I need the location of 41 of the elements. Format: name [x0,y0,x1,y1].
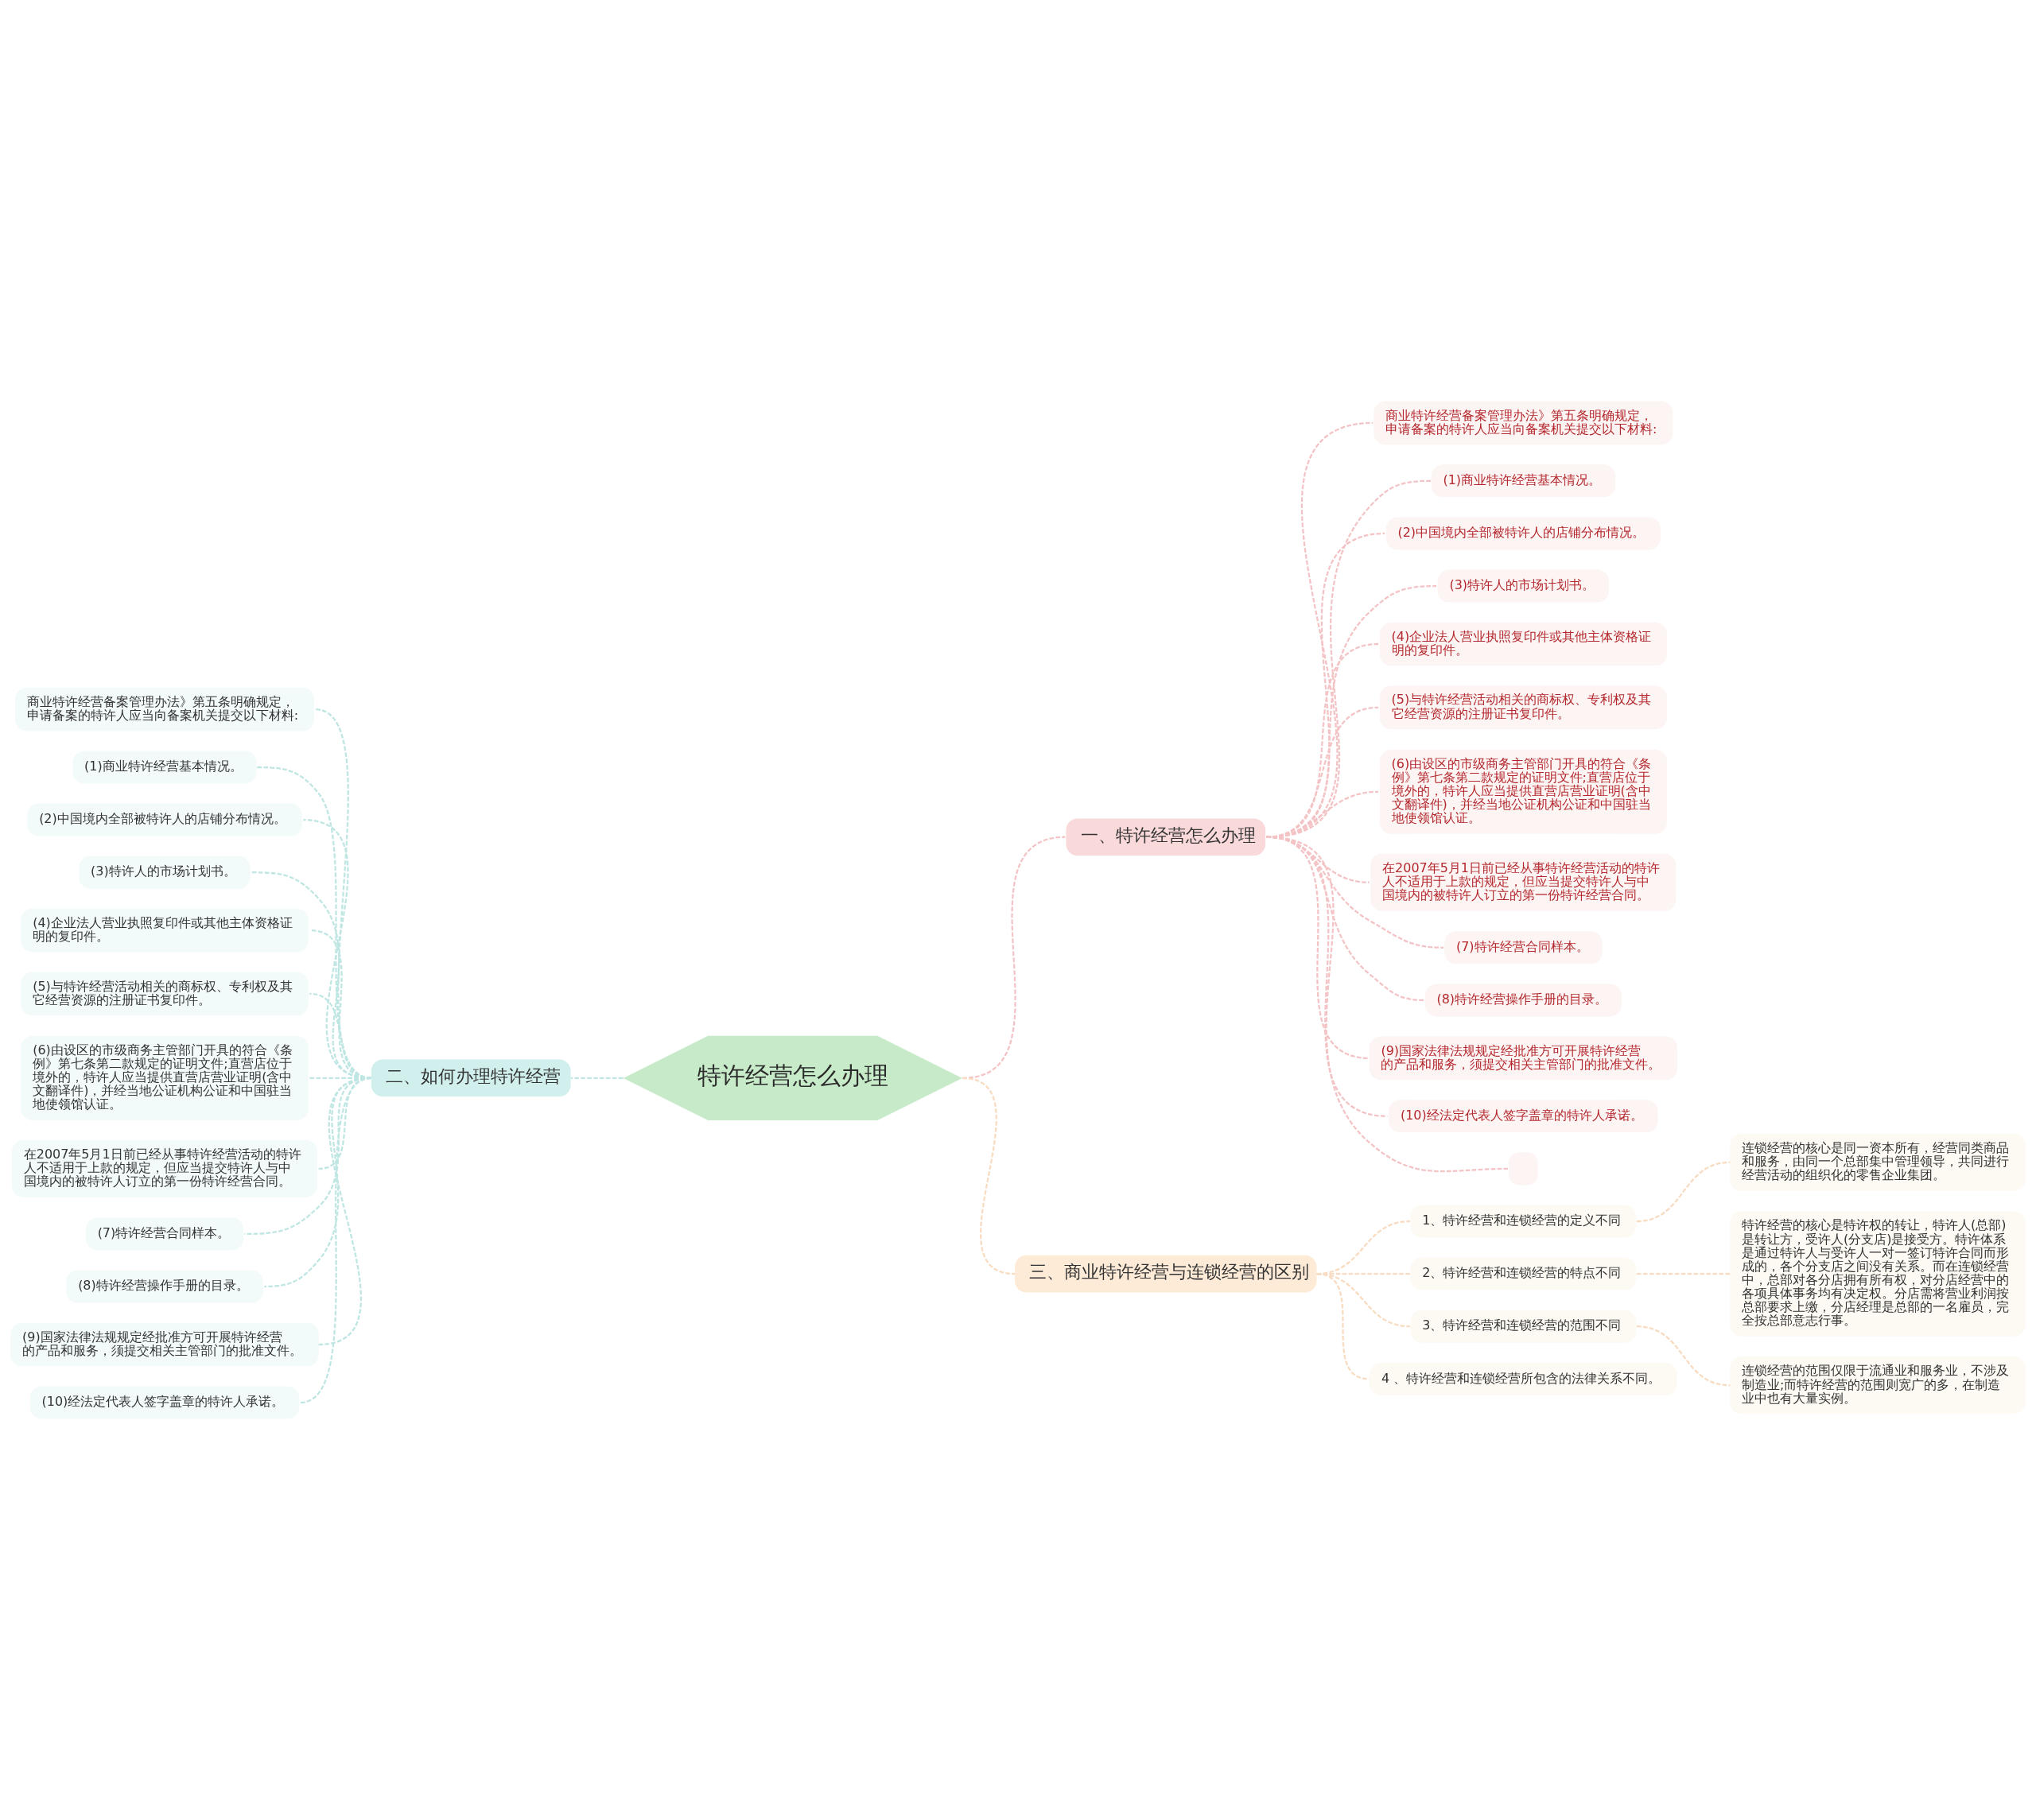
node-box: (10)经法定代表人签字盖章的特许人承诺。 [1389,1100,1658,1133]
node-box: 4 、特许经营和连锁经营所包含的法律关系不同。 [1370,1362,1677,1395]
node-box: (4)企业法人营业执照复印件或其他主体资格证明的复印件。 [1379,622,1667,666]
node-box: (7)特许经营合同样本。 [85,1217,244,1251]
node-box: (3)特许人的市场计划书。 [1437,569,1610,603]
node-box: (2)中国境内全部被特许人的店铺分布情况。 [27,803,302,836]
connector [300,1077,372,1403]
node-box: 1、特许经营和连锁经营的定义不同 [1410,1205,1637,1238]
node-box: (8)特许经营操作手册的目录。 [1424,984,1622,1017]
node-box: 在2007年5月1日前已经从事特许经营活动的特许人不适用于上款的规定，但应当提交特许人与中国境内的被特许人订立的第一份特许经营合同。 [11,1140,318,1197]
node-box: (8)特许经营操作手册的目录。 [66,1270,263,1303]
node-box: 特许经营的核心是特许权的转让，特许人(总部)是转让方，受许人(分支店)是接受方。特许体系是通过特许人与受许人一对一签订特许合同而形成的，各个分支店之间没有关系。而在连锁经营中，总部对各分店拥有所有权，对分店经营中的各项具体事务均有决定权。分店需将营业利润按总部要求上缴，分店经理是总部的一名雇员，完全按总部意志行事。 [1730,1211,2026,1337]
node-box: 商业特许经营备案管理办法》第五条明确规定，申请备案的特许人应当向备案机关提交以下材料: [14,687,315,731]
node-box: (2)中国境内全部被特许人的店铺分布情况。 [1385,517,1661,550]
node-box: 在2007年5月1日前已经从事特许经营活动的特许人不适用于上款的规定，但应当提交特许人与中国境内的被特许人订立的第一份特许经营合同。 [1370,853,1677,911]
node-box: (1)商业特许经营基本情况。 [72,751,257,784]
node-box: 商业特许经营备案管理办法》第五条明确规定，申请备案的特许人应当向备案机关提交以下材料: [1374,401,1673,445]
node-box: (9)国家法律法规规定经批准方可开展特许经营的产品和服务，须提交相关主管部门的批准文件。 [1369,1036,1678,1081]
node-box: (7)特许经营合同样本。 [1444,931,1603,964]
node-box: (10)经法定代表人签字盖章的特许人承诺。 [29,1386,300,1419]
connector [570,1077,624,1080]
node-box: (9)国家法律法规规定经批准方可开展特许经营的产品和服务，须提交相关主管部门的批准文件。 [10,1322,319,1367]
node-box: 一、特许经营怎么办理 [1066,818,1266,856]
node-box: 二、如何办理特许经营 [371,1059,571,1097]
connector [1316,1272,1370,1380]
connector [1636,1325,1731,1387]
connector [962,1077,1016,1275]
connector [1636,1272,1731,1275]
connector [1636,1161,1731,1223]
node-box: 3、特许经营和连锁经营的范围不同 [1410,1310,1637,1343]
node-box: 连锁经营的范围仅限于流通业和服务业，不涉及制造业;而特许经营的范围则宽广的多，在制造业中也有大量实例。 [1730,1356,2026,1414]
node-box: 三、商业特许经营与连锁经营的区别 [1015,1255,1317,1293]
node-box: (5)与特许经营活动相关的商标权、专利权及其它经营资源的注册证书复印件。 [21,972,309,1016]
node-box: 2、特许经营和连锁经营的特点不同 [1410,1257,1637,1290]
node-box: (5)与特许经营活动相关的商标权、专利权及其它经营资源的注册证书复印件。 [1379,685,1667,730]
node-box: (6)由设区的市级商务主管部门开具的符合《条例》第七条第二款规定的证明文件;直营店位于境外的，特许人应当提供直营店营业证明(含中文翻译件)，并经当地公证机构公证和中国驻当地使领馆认证。 [1379,749,1667,834]
connector [1266,836,1508,1173]
node-box: 连锁经营的核心是同一资本所有，经营同类商品和服务，由同一个总部集中管理领导，共同进行经营活动的组织化的零售企业集团。 [1730,1134,2026,1191]
node-box: (1)商业特许经营基本情况。 [1431,464,1616,498]
node-box [1509,1152,1538,1186]
node-box: (6)由设区的市级商务主管部门开具的符合《条例》第七条第二款规定的证明文件;直营店位于境外的，特许人应当提供直营店营业证明(含中文翻译件)，并经当地公证机构公证和中国驻当地使领馆认证。 [21,1035,309,1120]
